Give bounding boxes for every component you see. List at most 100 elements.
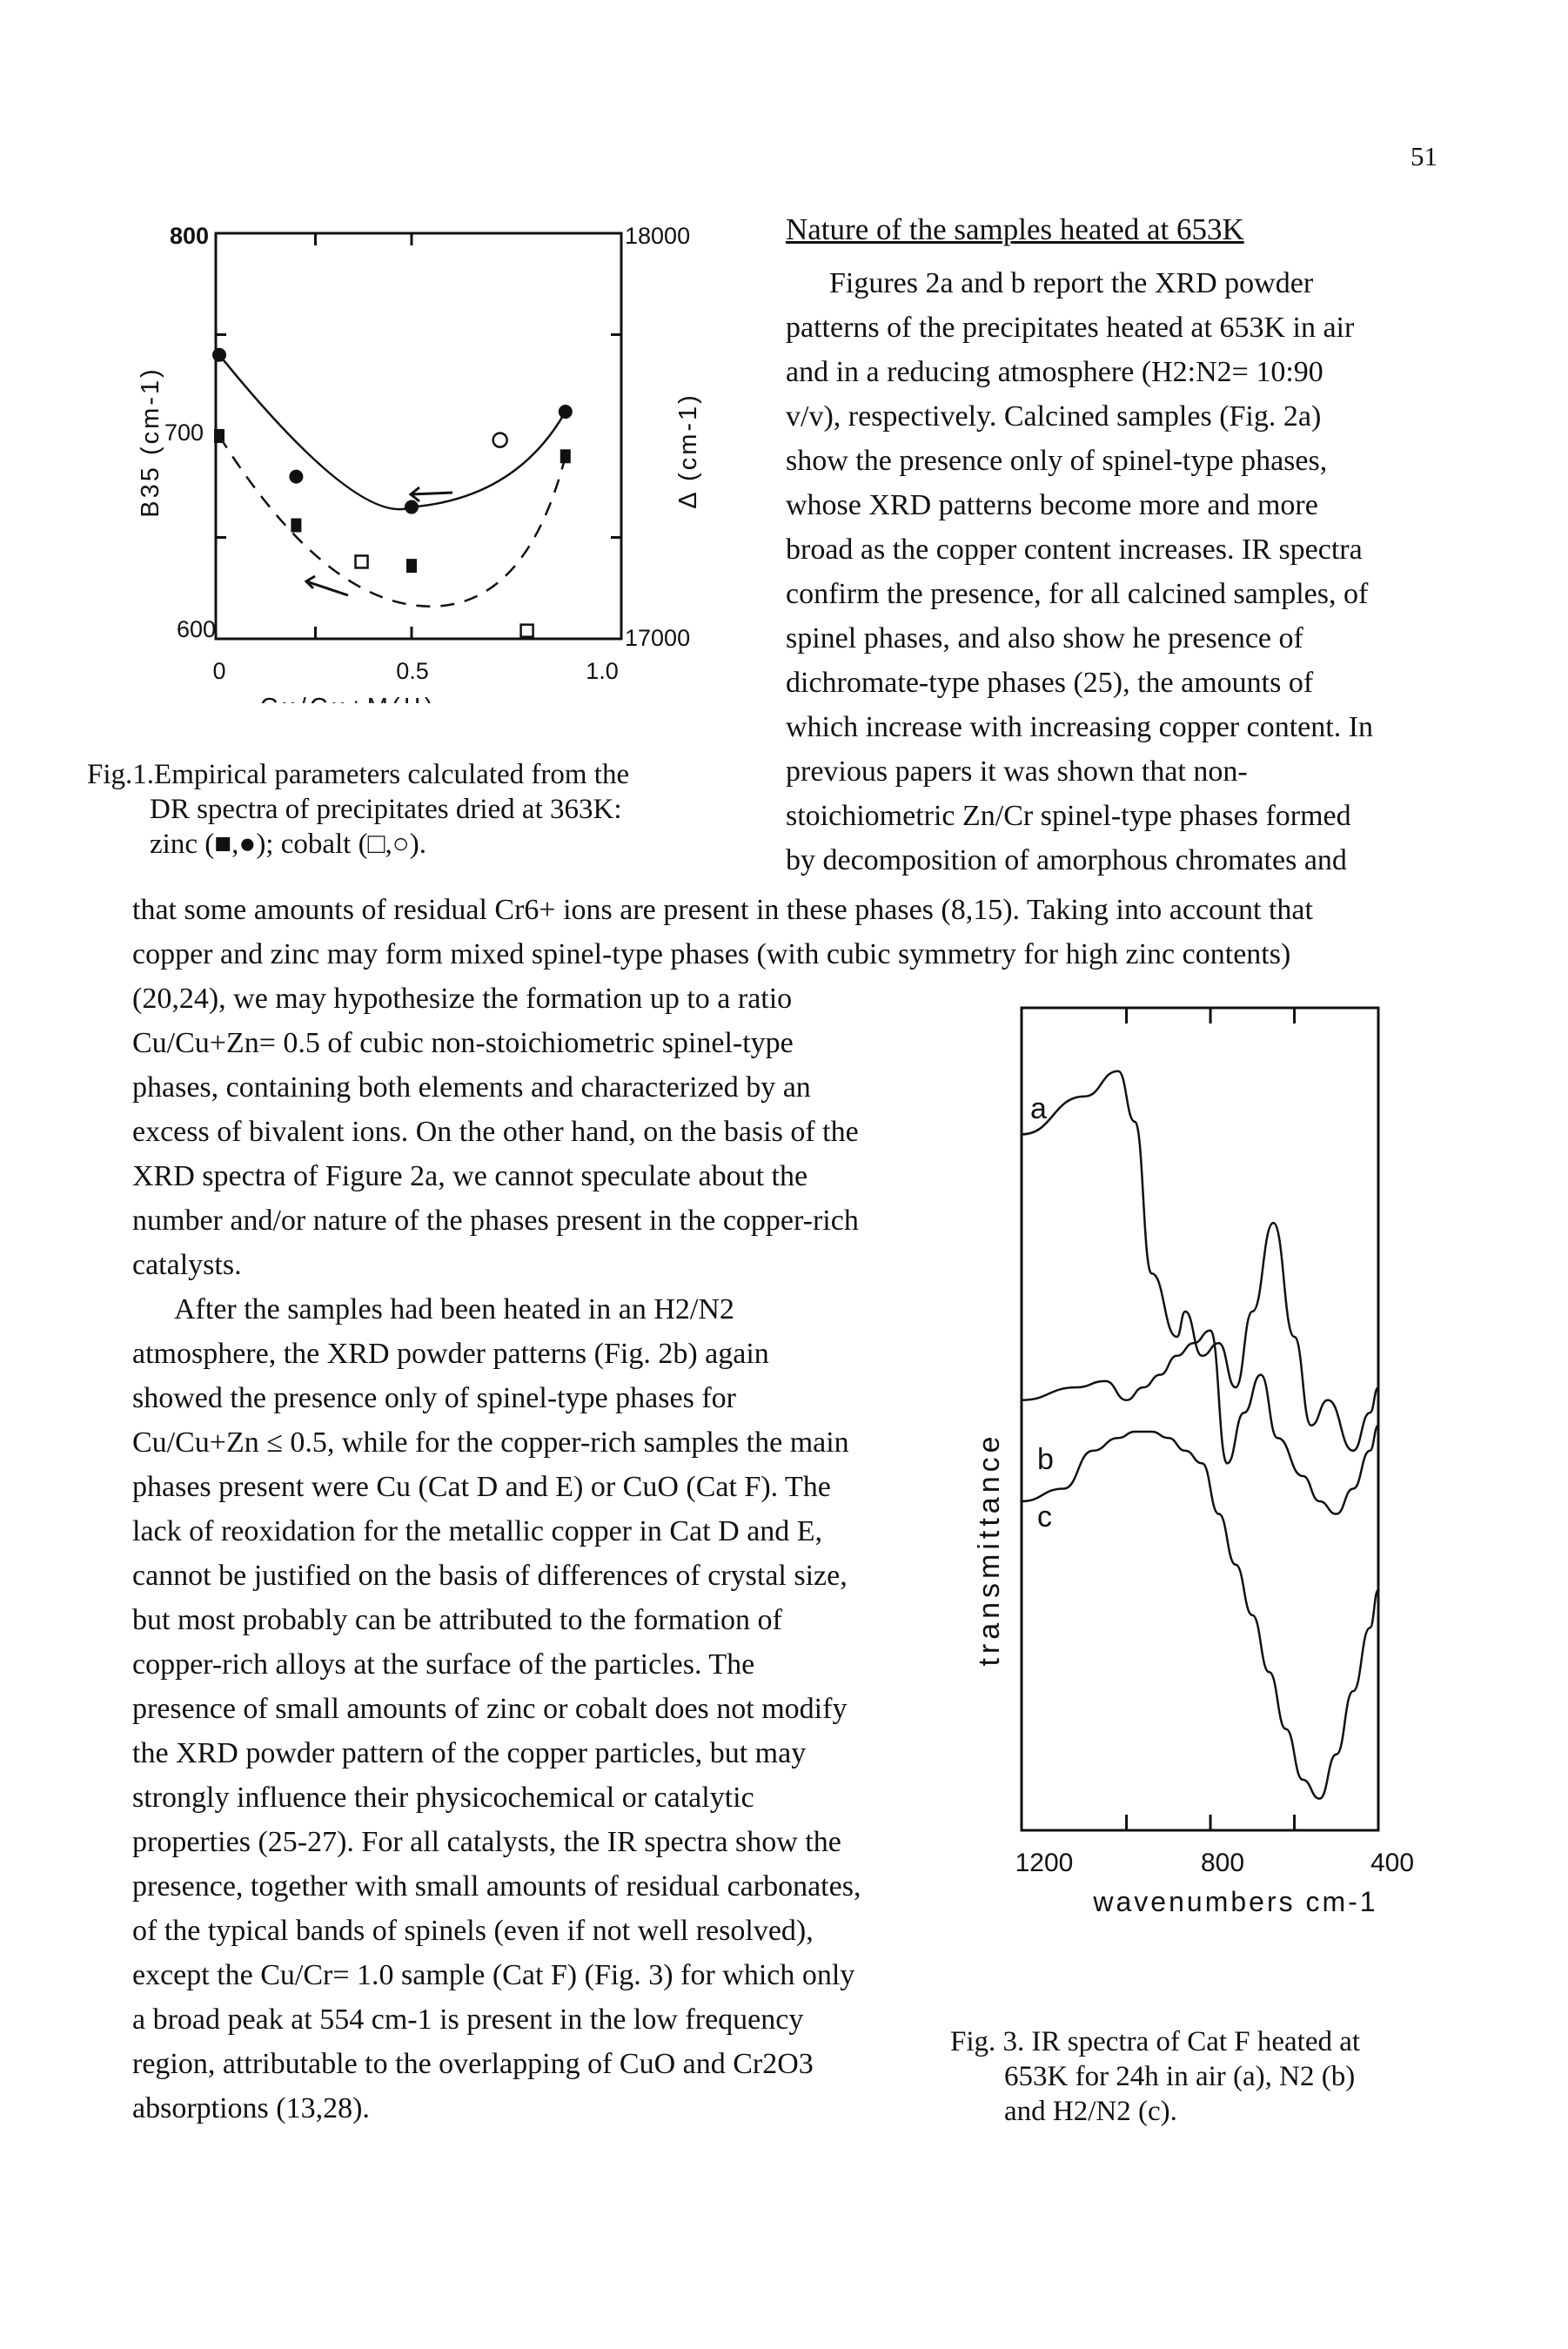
fig3-xtick-400: 400 bbox=[1370, 1849, 1414, 1877]
fig1-ytick-700: 700 bbox=[164, 419, 204, 446]
fig3-xtick-1200: 1200 bbox=[1015, 1849, 1074, 1877]
figure-1-chart: 800 700 600 18000 17000 0 0.5 1.0 Cu/Cu+… bbox=[137, 223, 702, 703]
para1-line: broad as the copper content increases. I… bbox=[786, 534, 1363, 566]
para1-continuation: (20,24), we may hypothesize the formatio… bbox=[132, 977, 933, 1287]
fig1-point-zinc-square bbox=[406, 559, 417, 574]
para1-cont-line: (20,24), we may hypothesize the formatio… bbox=[132, 983, 793, 1015]
fig1-point-zinc-circle bbox=[289, 469, 304, 484]
fig1-xtick-10: 1.0 bbox=[586, 658, 619, 684]
para2-line: absorptions (13,28). bbox=[132, 2092, 370, 2124]
fig3-label-a: a bbox=[1030, 1092, 1047, 1125]
fig1-zinc-circle-fit bbox=[218, 354, 566, 511]
fig1-marks bbox=[212, 347, 573, 638]
fig1-point-cobalt-square bbox=[354, 554, 369, 569]
fig3-spectra bbox=[1021, 1070, 1380, 1800]
para1-line: previous papers it was shown that non- bbox=[786, 755, 1248, 788]
fig3-label-c: c bbox=[1037, 1500, 1052, 1534]
para1-cont-line: Cu/Cu+Zn= 0.5 of cubic non-stoichiometri… bbox=[132, 1027, 794, 1059]
para2-line: phases present were Cu (Cat D and E) or … bbox=[132, 1471, 831, 1503]
para2-line: cannot be justified on the basis of diff… bbox=[132, 1560, 848, 1592]
para1-right-column: Figures 2a and b report the XRD powder p… bbox=[786, 261, 1435, 883]
para2-line: showed the presence only of spinel-type … bbox=[132, 1382, 736, 1414]
fig1-caption-line-3: zinc (■,●); cobalt (□,○). bbox=[150, 829, 426, 860]
fig1-point-zinc-circle bbox=[558, 405, 573, 419]
para1-line: which increase with increasing copper co… bbox=[786, 711, 1374, 743]
para2-line: atmosphere, the XRD powder patterns (Fig… bbox=[132, 1338, 769, 1370]
para2-line: but most probably can be attributed to t… bbox=[132, 1604, 782, 1636]
fig1-point-cobalt-circle bbox=[492, 432, 508, 448]
fig1-point-zinc-square bbox=[560, 449, 571, 464]
para1-full-width: that some amounts of residual Cr6+ ions … bbox=[132, 888, 1435, 977]
fig3-caption-line-3: and H2/N2 (c). bbox=[1004, 2096, 1177, 2127]
fig1-point-zinc-circle bbox=[212, 347, 226, 362]
para2-line: presence of small amounts of zinc or cob… bbox=[132, 1693, 848, 1725]
fig3-ylabel: transmittance bbox=[973, 1432, 1006, 1666]
fig3-spectrum-a bbox=[1021, 1070, 1380, 1453]
fig3-ticks bbox=[1125, 1008, 1297, 1830]
para1-line: confirm the presence, for all calcined s… bbox=[786, 578, 1369, 610]
fig1-ytick-right-17000: 17000 bbox=[625, 625, 690, 651]
para1-cont-line: number and/or nature of the phases prese… bbox=[132, 1205, 859, 1237]
fig3-caption: Fig. 3. IR spectra of Cat F heated at 65… bbox=[950, 2024, 1455, 2129]
para2-line: the XRD powder pattern of the copper par… bbox=[132, 1737, 807, 1769]
para1-line: dichromate-type phases (25), the amounts… bbox=[786, 667, 1314, 699]
para2-line: except the Cu/Cr= 1.0 sample (Cat F) (Fi… bbox=[132, 1959, 855, 1991]
fig3-xlabel: wavenumbers cm-1 bbox=[1092, 1886, 1377, 1917]
para1-line: show the presence only of spinel-type ph… bbox=[786, 445, 1328, 477]
fig3-spectrum-b bbox=[1021, 1329, 1380, 1515]
fig1-zinc-square-fit bbox=[218, 435, 567, 607]
para2-line: a broad peak at 554 cm-1 is present in t… bbox=[132, 2003, 804, 2036]
para1-cont-line: catalysts. bbox=[132, 1249, 242, 1281]
fig1-fit-lines bbox=[218, 354, 567, 607]
para2-line: Cu/Cu+Zn ≤ 0.5, while for the copper-ric… bbox=[132, 1426, 849, 1459]
para1-full-line: copper and zinc may form mixed spinel-ty… bbox=[132, 938, 1291, 970]
fig3-xtick-800: 800 bbox=[1201, 1849, 1244, 1877]
para2-line: lack of reoxidation for the metallic cop… bbox=[132, 1515, 823, 1547]
fig1-ticks bbox=[216, 233, 621, 639]
fig1-point-zinc-square bbox=[214, 429, 224, 443]
fig3-caption-label: Fig. 3. bbox=[950, 2026, 1025, 2057]
para1-line: patterns of the precipitates heated at 6… bbox=[786, 312, 1355, 344]
para1-line: spinel phases, and also show he presence… bbox=[786, 622, 1303, 654]
fig1-xlabel: Cu/Cu+M(II) bbox=[260, 694, 437, 703]
fig3-frame bbox=[1020, 1006, 1380, 1832]
fig1-frame bbox=[214, 232, 623, 641]
para2-line: properties (25-27). For all catalysts, t… bbox=[132, 1826, 841, 1858]
fig1-ylabel-left: B35 (cm-1) bbox=[137, 366, 164, 517]
para1-line: Figures 2a and b report the XRD powder bbox=[829, 267, 1314, 299]
fig1-caption-line-1: Empirical parameters calculated from the bbox=[154, 759, 630, 790]
para2-line: of the typical bands of spinels (even if… bbox=[132, 1915, 814, 1947]
para1-line: and in a reducing atmosphere (H2:N2= 10:… bbox=[786, 356, 1323, 388]
para2-line: region, attributable to the overlapping … bbox=[132, 2048, 814, 2080]
fig1-ytick-right-18000: 18000 bbox=[625, 223, 690, 249]
section-heading: Nature of the samples heated at 653K bbox=[786, 212, 1244, 246]
para1-line: v/v), respectively. Calcined samples (Fi… bbox=[786, 400, 1322, 433]
fig1-caption-line-2: DR spectra of precipitates dried at 363K… bbox=[150, 794, 622, 825]
fig1-point-zinc-square bbox=[291, 518, 302, 533]
para1-line: stoichiometric Zn/Cr spinel-type phases … bbox=[786, 800, 1351, 832]
fig1-ytick-800: 800 bbox=[170, 223, 209, 249]
para2-line: strongly influence their physicochemical… bbox=[132, 1782, 754, 1814]
page-number: 51 bbox=[1411, 141, 1437, 171]
para1-line: by decomposition of amorphous chromates … bbox=[786, 844, 1347, 876]
fig3-caption-line-1: IR spectra of Cat F heated at bbox=[1031, 2026, 1361, 2057]
fig1-arrows bbox=[304, 486, 453, 597]
para2-line: After the samples had been heated in an … bbox=[174, 1293, 734, 1326]
para1-cont-line: phases, containing both elements and cha… bbox=[132, 1071, 811, 1104]
fig3-label-b: b bbox=[1037, 1443, 1054, 1476]
para1-full-line: that some amounts of residual Cr6+ ions … bbox=[132, 894, 1313, 926]
fig1-caption: Fig.1.Empirical parameters calculated fr… bbox=[87, 757, 766, 862]
para2: After the samples had been heated in an … bbox=[132, 1287, 933, 2131]
para2-line: presence, together with small amounts of… bbox=[132, 1870, 861, 1903]
figure-3-chart: a b c transmittance 1200 800 400 wavenum… bbox=[973, 1006, 1414, 1917]
fig1-caption-label: Fig.1. bbox=[87, 759, 155, 790]
para2-line: copper-rich alloys at the surface of the… bbox=[132, 1648, 755, 1681]
fig1-ytick-600: 600 bbox=[177, 616, 216, 642]
fig1-xtick-0: 0 bbox=[212, 658, 225, 684]
para1-line: whose XRD patterns become more and more bbox=[786, 489, 1318, 521]
fig1-xtick-05: 0.5 bbox=[396, 658, 429, 684]
para1-cont-line: XRD spectra of Figure 2a, we cannot spec… bbox=[132, 1160, 808, 1192]
para1-cont-line: excess of bivalent ions. On the other ha… bbox=[132, 1116, 859, 1148]
fig3-spectrum-c bbox=[1021, 1430, 1380, 1800]
fig3-caption-line-2: 653K for 24h in air (a), N2 (b) bbox=[1004, 2061, 1356, 2092]
